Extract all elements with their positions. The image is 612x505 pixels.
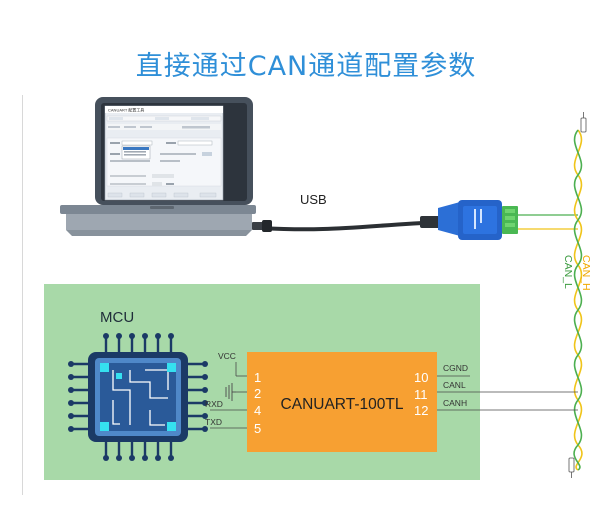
usb-cable xyxy=(252,216,441,232)
module-name: CANUART-100TL xyxy=(281,396,404,413)
pin-signal-label: CANH xyxy=(443,398,467,408)
page-title: 直接通过CAN通道配置参数 xyxy=(135,51,477,82)
bottom-terminal-resistor xyxy=(568,457,575,478)
pin-number: 5 xyxy=(254,421,261,436)
pin-signal-label: TXD xyxy=(205,417,222,427)
pin-number: 2 xyxy=(254,386,261,401)
pin-number: 1 xyxy=(254,370,261,385)
pin-number: 12 xyxy=(414,403,428,418)
config-app-window: CANUART 配置工具 xyxy=(104,105,224,201)
mcu-label: MCU xyxy=(100,309,134,326)
mcu-module-wires xyxy=(210,362,248,429)
usb-can-adapter xyxy=(438,200,518,240)
canuart-module xyxy=(247,352,437,452)
usb-label: USB xyxy=(300,192,327,207)
pin-signal-label: RXD xyxy=(205,399,223,409)
pin-number: 11 xyxy=(414,387,428,402)
can-bus-twisted-pair xyxy=(573,129,583,471)
module-bus-wires xyxy=(437,375,578,411)
pin-signal-label: VCC xyxy=(218,351,236,361)
mcu-chip xyxy=(68,333,208,461)
divider-line xyxy=(22,95,23,495)
pin-number: 10 xyxy=(414,370,428,385)
can-h-label: CAN_H xyxy=(580,255,592,291)
can-l-label: CAN_L xyxy=(562,255,574,289)
pin-signal-label: CANL xyxy=(443,380,466,390)
ground-symbol xyxy=(225,383,236,401)
top-terminal-resistor xyxy=(580,112,587,133)
pin-number: 4 xyxy=(254,403,261,418)
laptop: CANUART 配置工具 xyxy=(60,97,256,236)
pin-signal-label: CGND xyxy=(443,363,468,373)
laptop-window-title: CANUART 配置工具 xyxy=(108,107,144,113)
